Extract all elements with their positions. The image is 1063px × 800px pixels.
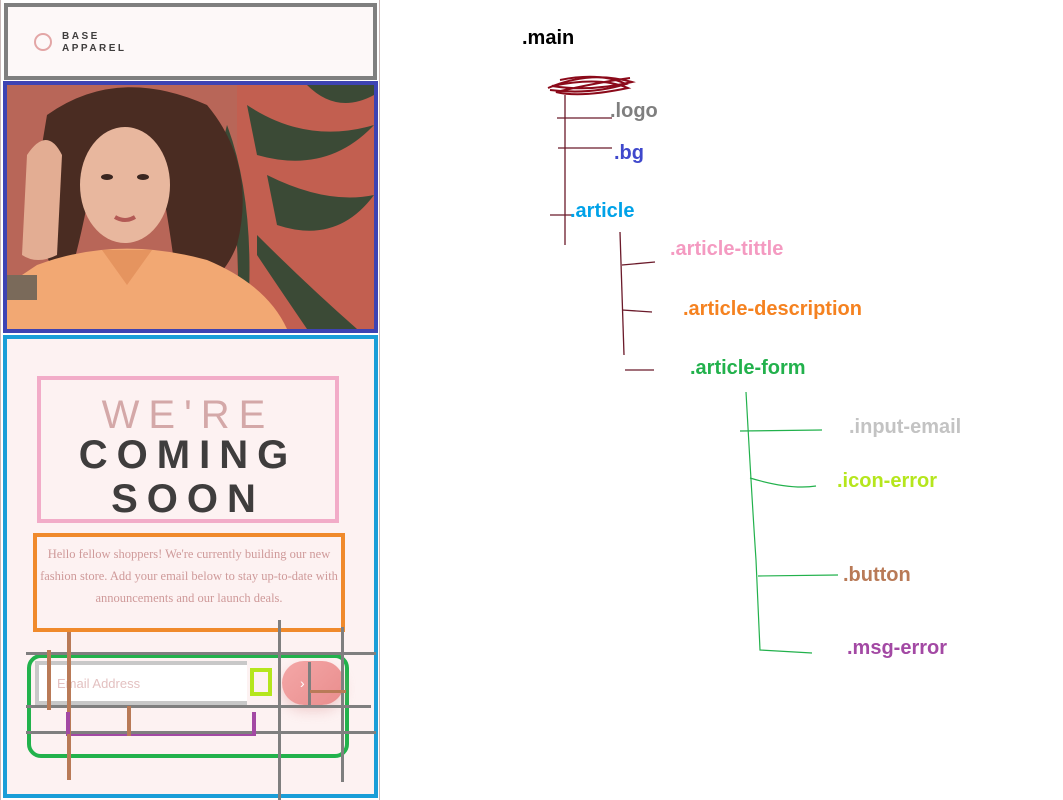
title-line-coming: COMING (78, 433, 298, 477)
tree-root-main: .main (522, 27, 575, 49)
logo-frame: BASE APPAREL (4, 3, 377, 80)
tree-node-logo: .logo (610, 100, 658, 122)
tree-node-article-tittle: .article-tittle (670, 238, 784, 260)
tree-node-article: .article (570, 200, 635, 222)
tree-node-bg: .bg (614, 142, 644, 164)
guide-line (26, 705, 371, 708)
logo-circle-icon (34, 33, 52, 51)
main-frame (0, 0, 380, 800)
msg-error-placeholder (66, 732, 256, 736)
submit-button[interactable]: › (282, 661, 344, 705)
arrow-right-icon: › (300, 675, 305, 691)
article-description: Hello fellow shoppers! We're currently b… (40, 547, 338, 605)
guide-line (26, 652, 376, 655)
guide-line (310, 690, 346, 693)
hero-photo (7, 85, 374, 329)
logo-line-2: APPAREL (62, 43, 127, 54)
title-line-were: WE'RE (101, 393, 275, 437)
guide-line (341, 627, 344, 782)
scribble (547, 75, 636, 96)
error-icon (250, 668, 272, 696)
tree-node-input-email: .input-email (849, 416, 962, 438)
article-description-box: Hello fellow shoppers! We're currently b… (33, 533, 345, 632)
page-mockup: BASE APPAREL (0, 0, 382, 800)
logo-line-1: BASE (62, 31, 100, 42)
tree-node-button: .button (843, 564, 911, 586)
title-line-soon: SOON (111, 477, 265, 521)
guide-line (278, 620, 281, 800)
article-frame (3, 335, 378, 798)
guide-line (66, 712, 70, 734)
tree-node-article-form: .article-form (690, 357, 806, 379)
tree-node-article-description: .article-description (683, 298, 862, 320)
hero-image-frame (3, 81, 378, 333)
tree-node-msg-error: .msg-error (847, 637, 948, 659)
tree-node-icon-error: .icon-error (837, 470, 938, 492)
guide-line (26, 731, 376, 734)
guide-line (127, 706, 131, 736)
article-title-box (37, 376, 339, 523)
guide-line (252, 712, 256, 734)
guide-line (308, 662, 311, 707)
logo-text: BASE APPAREL (62, 31, 127, 55)
guide-line (47, 650, 51, 710)
guide-line (67, 632, 71, 780)
